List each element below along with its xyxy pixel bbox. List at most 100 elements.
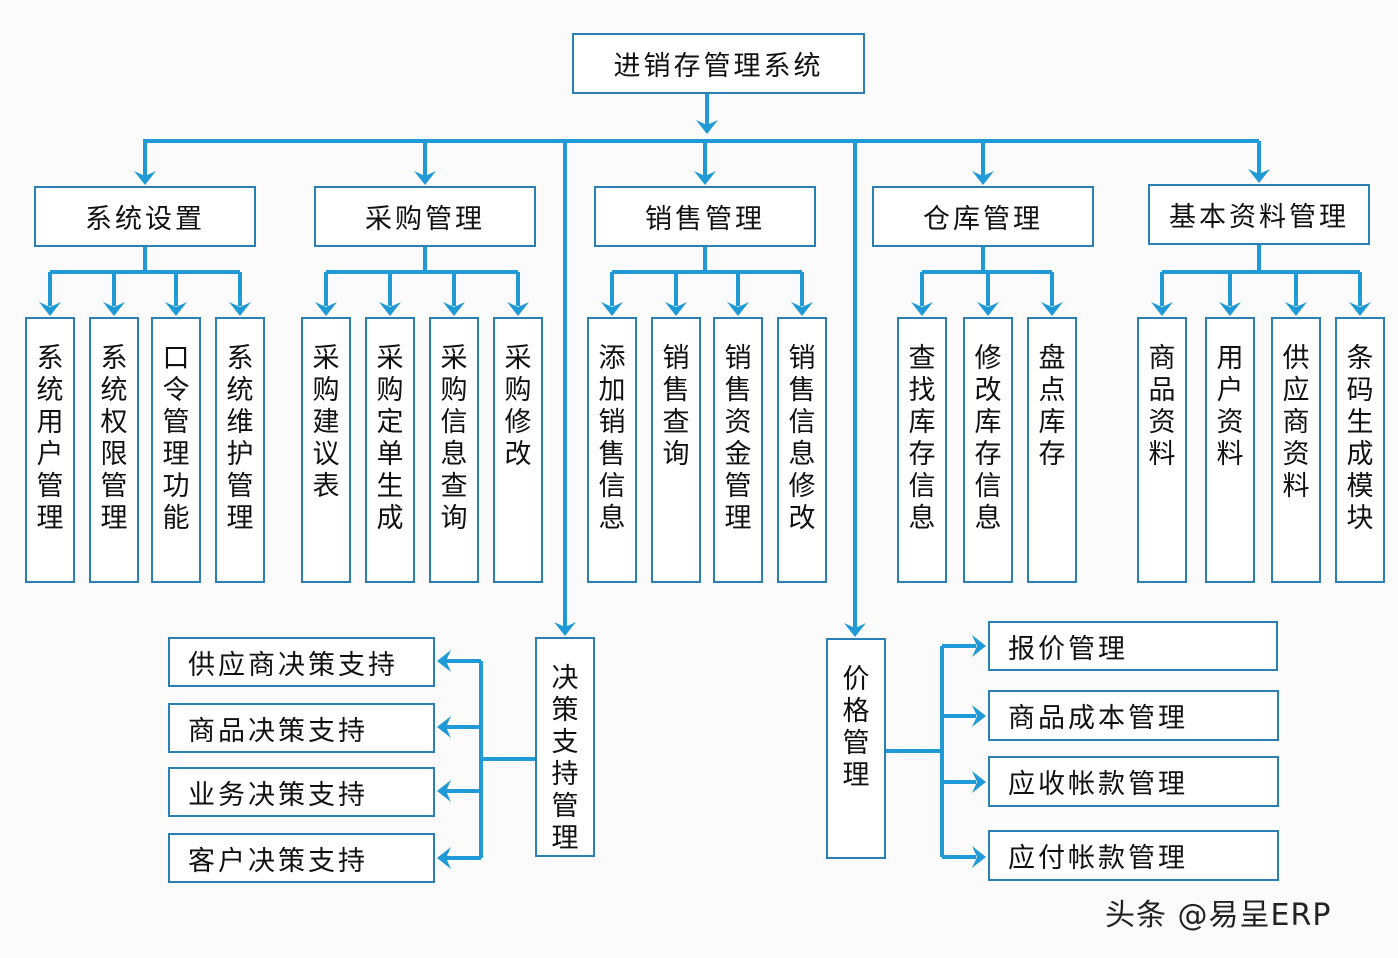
leaf-node[interactable]: 销售查询 [651,317,701,583]
module-system-settings[interactable]: 系统设置 [34,186,256,247]
leaf-label: 添加销售信息 [598,343,626,534]
leaf-label: 条码生成模块 [1346,343,1374,534]
arrowhead-icon [972,705,986,727]
leaf-label: 修改库存信息 [974,343,1002,534]
leaf-label: 系统用户管理 [36,343,64,534]
arrowhead-icon [229,302,251,316]
leaf-node[interactable]: 用户资料 [1205,317,1255,583]
leaf-node[interactable]: 采购建议表 [301,317,351,583]
leaf-node[interactable]: 商品资料 [1137,317,1187,583]
leaf-node[interactable]: 系统维护管理 [215,317,265,583]
pricing-child[interactable]: 商品成本管理 [988,690,1279,741]
arrowhead-icon [1041,302,1063,316]
pricing-child[interactable]: 报价管理 [988,621,1278,671]
arrowhead-icon [665,302,687,316]
module-label: 采购管理 [365,204,485,235]
arrowhead-icon [727,302,749,316]
arrowhead-icon [1219,302,1241,316]
arrowhead-icon [694,171,716,185]
leaf-node[interactable]: 盘点库存 [1027,317,1077,583]
module-sales[interactable]: 销售管理 [594,186,816,247]
leaf-node[interactable]: 口令管理功能 [151,317,201,583]
pricing-child-label: 报价管理 [1008,633,1128,665]
leaf-node[interactable]: 系统权限管理 [89,317,139,583]
pricing-child-label: 商品成本管理 [1008,703,1188,734]
arrowhead-icon [103,302,125,316]
arrowhead-icon [134,171,156,185]
leaf-label: 销售资金管理 [724,343,752,534]
arrowhead-icon [414,171,436,185]
module-basic-data[interactable]: 基本资料管理 [1148,184,1370,245]
decision-child-label: 商品决策支持 [188,715,368,747]
pricing-node[interactable]: 价格管理 [826,638,886,859]
arrowhead-icon [1285,302,1307,316]
module-purchase[interactable]: 采购管理 [314,186,536,247]
arrowhead-icon [165,302,187,316]
leaf-node[interactable]: 系统用户管理 [25,317,75,583]
arrowhead-icon [844,623,866,637]
arrowhead-icon [972,171,994,185]
leaf-node[interactable]: 采购修改 [493,317,543,583]
pricing-child-label: 应收帐款管理 [1008,769,1188,800]
leaf-node[interactable]: 采购定单生成 [365,317,415,583]
arrowhead-icon [379,302,401,316]
arrowhead-icon [972,635,986,657]
leaf-label: 商品资料 [1148,343,1176,470]
module-label: 仓库管理 [923,204,1043,235]
leaf-node[interactable]: 销售资金管理 [713,317,763,583]
root-node[interactable]: 进销存管理系统 [572,33,865,94]
decision-child[interactable]: 供应商决策支持 [168,637,435,687]
leaf-node[interactable]: 添加销售信息 [587,317,637,583]
leaf-label: 系统权限管理 [100,343,128,534]
leaf-label: 口令管理功能 [162,343,190,534]
module-label: 系统设置 [85,204,205,235]
leaf-label: 盘点库存 [1038,343,1066,470]
arrowhead-icon [1349,302,1371,316]
decision-child[interactable]: 业务决策支持 [168,767,435,817]
arrowhead-icon [315,302,337,316]
leaf-label: 销售信息修改 [788,343,816,534]
module-label: 基本资料管理 [1169,202,1349,233]
root-label: 进销存管理系统 [613,51,824,82]
arrowhead-icon [791,302,813,316]
leaf-node[interactable]: 销售信息修改 [777,317,827,583]
leaf-node[interactable]: 修改库存信息 [963,317,1013,583]
pricing-child[interactable]: 应收帐款管理 [988,756,1279,807]
decision-support-label: 决策支持管理 [551,663,579,854]
leaf-label: 采购定单生成 [376,343,404,534]
arrowhead-icon [437,780,451,802]
leaf-label: 采购修改 [504,343,532,470]
leaf-node[interactable]: 查找库存信息 [897,317,947,583]
decision-child-label: 客户决策支持 [188,845,368,877]
arrowhead-icon [437,716,451,738]
leaf-label: 供应商资料 [1282,343,1310,502]
leaf-label: 采购信息查询 [440,343,468,534]
module-warehouse[interactable]: 仓库管理 [872,186,1094,247]
arrowhead-icon [554,622,576,636]
arrowhead-icon [972,771,986,793]
leaf-label: 查找库存信息 [908,343,936,534]
arrowhead-icon [437,650,451,672]
arrowhead-icon [1248,169,1270,183]
leaf-node[interactable]: 供应商资料 [1271,317,1321,583]
leaf-label: 系统维护管理 [226,343,254,534]
pricing-label: 价格管理 [842,664,870,791]
decision-child-label: 业务决策支持 [188,779,368,811]
leaf-node[interactable]: 采购信息查询 [429,317,479,583]
arrowhead-icon [911,302,933,316]
leaf-node[interactable]: 条码生成模块 [1335,317,1385,583]
decision-support-node[interactable]: 决策支持管理 [535,637,595,857]
arrowhead-icon [696,120,718,134]
arrowhead-icon [601,302,623,316]
watermark: 头条 @易呈ERP [1105,898,1332,933]
leaf-label: 采购建议表 [312,343,340,502]
arrowhead-icon [507,302,529,316]
decision-child[interactable]: 客户决策支持 [168,833,435,883]
decision-child[interactable]: 商品决策支持 [168,703,435,753]
pricing-child[interactable]: 应付帐款管理 [988,830,1279,881]
arrowhead-icon [437,847,451,869]
arrowhead-icon [443,302,465,316]
arrowhead-icon [972,846,986,868]
arrowhead-icon [39,302,61,316]
pricing-child-label: 应付帐款管理 [1008,843,1188,874]
